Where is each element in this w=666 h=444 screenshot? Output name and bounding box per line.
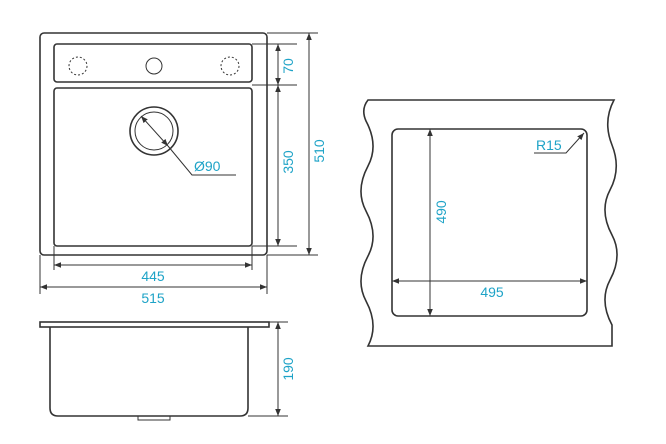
drain-diameter-label: Ø90	[194, 158, 221, 174]
bowl-width-label: 445	[141, 268, 165, 284]
cutout-view: 490 495 R15	[360, 99, 618, 347]
top-view: Ø90 70 350 510 445 515	[39, 32, 327, 306]
corner-radius-leader	[534, 132, 585, 154]
drain-inner-icon	[134, 111, 174, 151]
side-rim	[39, 321, 270, 328]
overall-width-label: 515	[141, 290, 165, 306]
bowl-outline	[53, 87, 253, 247]
deck-outline	[53, 43, 253, 83]
overall-depth-label: 510	[311, 139, 327, 163]
bowl-depth-label: 350	[280, 150, 296, 174]
tap-hole-right-icon	[220, 56, 240, 76]
drain-leader-line	[167, 145, 236, 176]
countertop-outline	[360, 99, 618, 347]
corner-radius-label: R15	[536, 137, 562, 153]
cutout-width-label: 495	[480, 284, 504, 300]
tap-hole-left-icon	[68, 56, 88, 76]
sink-outer-outline	[39, 32, 268, 256]
cutout-outline	[391, 128, 588, 317]
tap-hole-center-icon	[145, 57, 163, 75]
bowl-height-label: 190	[280, 357, 296, 381]
drain-diameter-line	[140, 115, 169, 147]
cutout-depth-label: 490	[433, 200, 449, 224]
drain-outer-icon	[129, 106, 179, 156]
side-view: 190	[39, 321, 296, 421]
deck-depth-label: 70	[280, 58, 296, 74]
side-bowl-outline	[49, 327, 249, 417]
side-drain-outlet	[137, 415, 171, 421]
